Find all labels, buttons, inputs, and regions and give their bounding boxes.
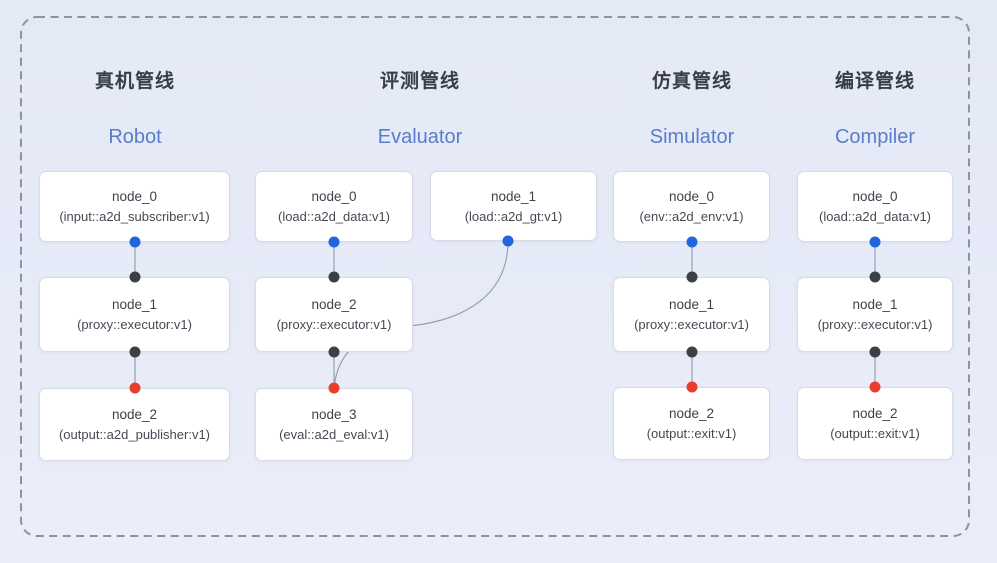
port-dot-blue bbox=[686, 236, 698, 248]
node-type: (eval::a2d_eval:v1) bbox=[279, 427, 389, 442]
node-type: (input::a2d_subscriber:v1) bbox=[59, 209, 210, 224]
node-box: node_2(output::a2d_publisher:v1) bbox=[39, 388, 230, 461]
port-dot-black bbox=[686, 271, 698, 283]
port-dot-black bbox=[328, 346, 340, 358]
node-name: node_0 bbox=[311, 189, 357, 204]
node-box: node_0(env::a2d_env:v1) bbox=[613, 171, 770, 242]
node-box: node_0(load::a2d_data:v1) bbox=[797, 171, 953, 242]
node-name: node_1 bbox=[111, 297, 158, 312]
port-dot-black bbox=[129, 346, 141, 358]
node-name: node_0 bbox=[852, 189, 898, 204]
port-dot-black bbox=[869, 271, 881, 283]
node-type: (output::a2d_publisher:v1) bbox=[58, 427, 211, 442]
node-box: node_2(output::exit:v1) bbox=[797, 387, 953, 460]
node-type: (output::exit:v1) bbox=[646, 426, 737, 441]
pipeline-title-zh: 仿真管线 bbox=[651, 71, 733, 92]
node-type: (env::a2d_env:v1) bbox=[639, 209, 744, 224]
port-dot-black bbox=[328, 271, 340, 283]
port-dot-red bbox=[328, 382, 340, 394]
node-type: (proxy::executor:v1) bbox=[276, 317, 392, 332]
node-name: node_2 bbox=[668, 406, 715, 421]
node-type: (load::a2d_gt:v1) bbox=[464, 208, 563, 224]
node-box: node_0(load::a2d_data:v1) bbox=[255, 171, 413, 242]
port-dot-black bbox=[129, 271, 141, 283]
node-name: node_1 bbox=[668, 297, 715, 312]
node-name: node_3 bbox=[311, 407, 357, 422]
node-box: node_1(load::a2d_gt:v1) bbox=[430, 171, 597, 241]
port-dot-red bbox=[869, 381, 881, 393]
node-name: node_1 bbox=[852, 297, 898, 312]
pipeline-title-zh: 评测管线 bbox=[379, 71, 461, 92]
node-type: (load::a2d_data:v1) bbox=[818, 209, 932, 224]
pipeline-title-en: Compiler bbox=[834, 126, 916, 148]
port-dot-blue bbox=[129, 236, 141, 248]
pipeline-title-en: Simulator bbox=[649, 126, 735, 148]
node-name: node_0 bbox=[111, 189, 158, 204]
port-dot-black bbox=[686, 346, 698, 358]
port-dot-red bbox=[129, 382, 141, 394]
node-box: node_2(proxy::executor:v1) bbox=[255, 277, 413, 352]
node-type: (load::a2d_data:v1) bbox=[277, 209, 391, 224]
node-name: node_1 bbox=[490, 188, 537, 204]
node-type: (proxy::executor:v1) bbox=[634, 317, 749, 332]
dashed-border bbox=[20, 16, 970, 537]
node-type: (proxy::executor:v1) bbox=[817, 317, 933, 332]
pipeline-title-zh: 真机管线 bbox=[94, 71, 176, 92]
pipeline-title-zh: 编译管线 bbox=[834, 71, 916, 92]
port-dot-black bbox=[869, 346, 881, 358]
port-dot-red bbox=[686, 381, 698, 393]
port-dot-blue bbox=[502, 235, 514, 247]
node-type: (proxy::executor:v1) bbox=[77, 317, 192, 332]
node-box: node_1(proxy::executor:v1) bbox=[797, 277, 953, 352]
port-dot-blue bbox=[869, 236, 881, 248]
node-box: node_0(input::a2d_subscriber:v1) bbox=[39, 171, 230, 242]
node-box: node_3(eval::a2d_eval:v1) bbox=[255, 388, 413, 461]
pipeline-title-en: Robot bbox=[108, 126, 162, 148]
node-name: node_2 bbox=[311, 297, 357, 312]
port-dot-blue bbox=[328, 236, 340, 248]
node-name: node_2 bbox=[852, 406, 898, 421]
pipeline-title-en: Evaluator bbox=[377, 126, 463, 148]
node-name: node_0 bbox=[668, 189, 715, 204]
node-name: node_2 bbox=[111, 407, 158, 422]
node-type: (output::exit:v1) bbox=[830, 426, 920, 441]
